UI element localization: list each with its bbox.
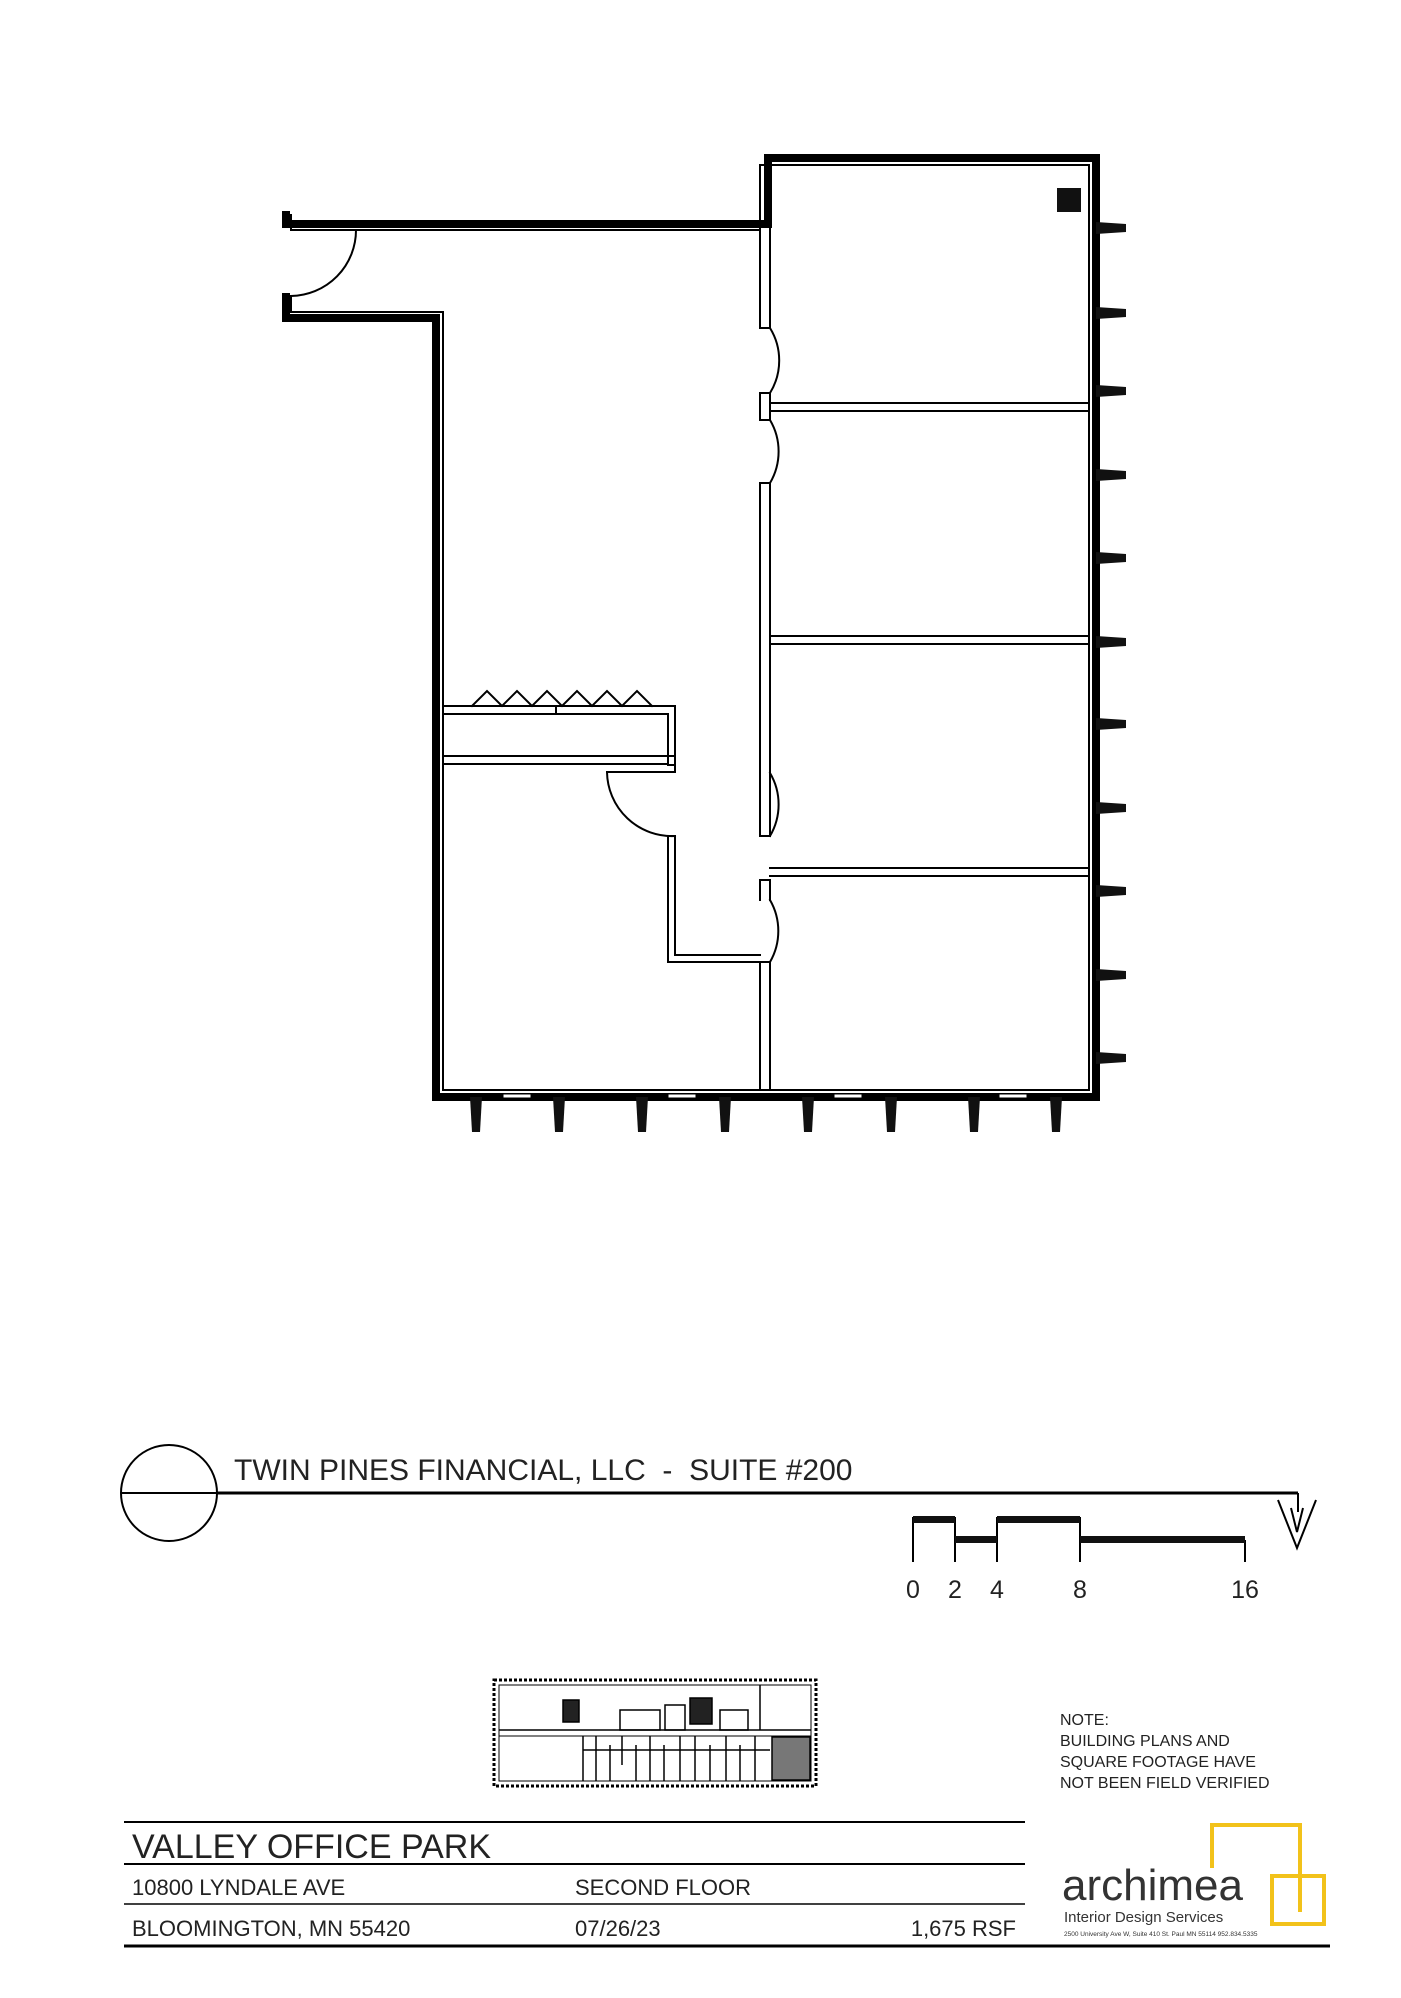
north-arrow-icon [1277, 1493, 1317, 1551]
closet-door-swing [605, 771, 677, 838]
exterior-walls [282, 154, 1100, 1101]
bottom-wall-notches [502, 1093, 1028, 1099]
logo-mark-icon [1210, 1823, 1326, 1926]
logo-tagline: Interior Design Services [1064, 1909, 1223, 1926]
project-name: VALLEY OFFICE PARK [132, 1828, 491, 1866]
address-line-2: BLOOMINGTON, MN 55420 [132, 1916, 410, 1941]
door-swing [768, 326, 781, 395]
scale-label: 8 [1073, 1576, 1087, 1604]
rentable-area: 1,675 RSF [911, 1916, 1016, 1941]
project-info-block: VALLEY OFFICE PARK 10800 LYNDALE AVE SEC… [124, 1821, 1330, 1948]
logo-wordmark: archimea [1062, 1861, 1243, 1910]
note-block: NOTE: BUILDING PLANS AND SQUARE FOOTAGE … [1060, 1712, 1270, 1792]
scale-label: 4 [990, 1576, 1004, 1604]
door-swing [768, 898, 780, 964]
suite-title-block: TWIN PINES FINANCIAL, LLC - SUITE #200 [120, 1444, 1317, 1551]
scale-label: 0 [906, 1576, 920, 1604]
note-line: SQUARE FOOTAGE HAVE [1060, 1754, 1256, 1771]
window-mullions-right [1096, 222, 1126, 1064]
plan-date: 07/26/23 [575, 1916, 661, 1941]
logo-fine-print: 2500 University Ave W, Suite 410 St. Pau… [1064, 1931, 1258, 1938]
window-mullions-bottom [470, 1097, 1062, 1132]
address-line-1: 10800 LYNDALE AVE [132, 1875, 345, 1900]
exterior-wall-inner-face [290, 164, 1090, 1091]
office-partitions [769, 402, 1090, 877]
office-doors [768, 326, 781, 964]
suite-title: TWIN PINES FINANCIAL, LLC - SUITE #200 [234, 1454, 853, 1487]
corridor-wall [759, 221, 771, 1091]
suite-highlight [771, 1736, 811, 1781]
door-swing [768, 418, 780, 485]
door-swing [768, 771, 780, 838]
closet-block [442, 689, 761, 963]
note-heading: NOTE: [1060, 1712, 1109, 1729]
bifold-doors [470, 689, 654, 708]
note-line: NOT BEEN FIELD VERIFIED [1060, 1775, 1270, 1792]
scale-bar: 0 2 4 8 16 [906, 1516, 1259, 1604]
entry-door [289, 228, 358, 298]
archimea-logo: archimea Interior Design Services 2500 U… [1062, 1823, 1326, 1938]
scale-label: 2 [948, 1576, 962, 1604]
note-line: BUILDING PLANS AND [1060, 1733, 1230, 1750]
structural-column [1057, 188, 1081, 212]
key-plan [492, 1678, 818, 1788]
scale-label: 16 [1231, 1576, 1259, 1604]
floor-label: SECOND FLOOR [575, 1875, 751, 1900]
floor-plan [282, 154, 1126, 1132]
